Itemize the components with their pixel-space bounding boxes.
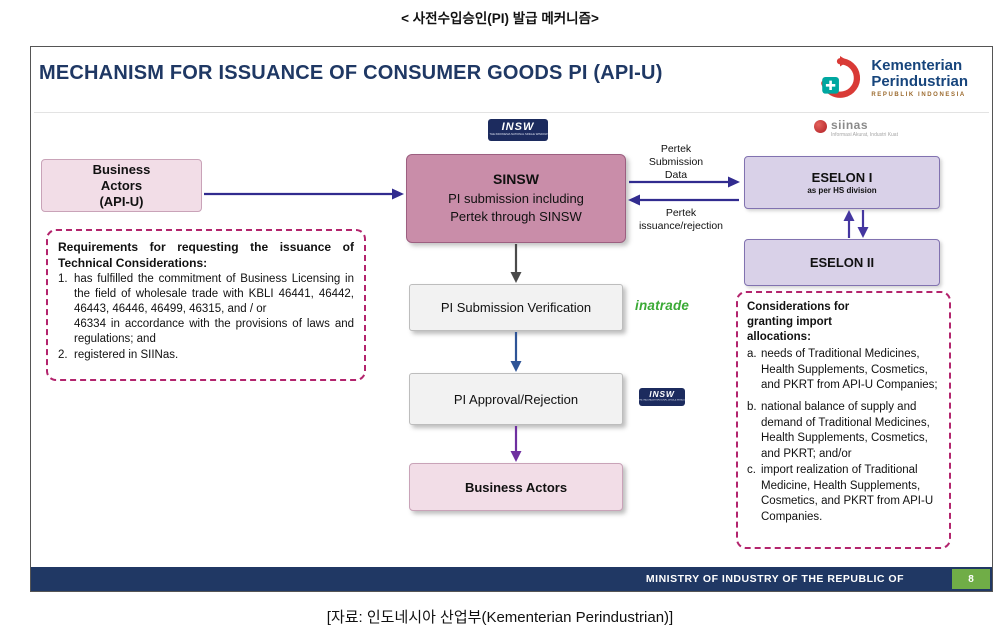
sinsw-box: SINSW PI submission including Pertek thr… bbox=[406, 154, 626, 243]
arrow-eselon2-to-eselon1 bbox=[843, 210, 855, 238]
pi-approval-box: PI Approval/Rejection bbox=[409, 373, 623, 425]
arrow-sinsw-to-verification bbox=[510, 244, 522, 283]
insw-small-logo-text: INSW bbox=[649, 388, 675, 399]
arrow-approval-to-business bbox=[510, 426, 522, 462]
logo-line-3: REPUBLIK INDONESIA bbox=[871, 92, 966, 98]
business-actors-box: Business Actors (API-U) bbox=[41, 159, 202, 212]
slide-footer: MINISTRY OF INDUSTRY OF THE REPUBLIC OF … bbox=[31, 567, 992, 591]
document-title: < 사전수입승인(PI) 발급 메커니즘> bbox=[401, 11, 599, 26]
item-marker: 1. bbox=[58, 273, 68, 285]
logo-line-1: Kementerian bbox=[871, 57, 963, 74]
slide: MECHANISM FOR ISSUANCE OF CONSUMER GOODS… bbox=[30, 46, 993, 592]
header-divider bbox=[34, 112, 989, 113]
considerations-note: Considerations for granting import alloc… bbox=[736, 291, 951, 549]
arrow-eselon1-to-eselon2 bbox=[857, 210, 869, 238]
item-marker: c. bbox=[747, 464, 756, 476]
item-text: national balance of supply and demand of… bbox=[761, 401, 930, 460]
insw-logo-text: INSW bbox=[501, 120, 535, 133]
pertek-submission-label: Pertek Submission Data bbox=[648, 143, 704, 181]
item-text: import realization of Traditional Medici… bbox=[761, 464, 934, 523]
eselon1-box: ESELON I as per HS division bbox=[744, 156, 940, 209]
considerations-item-a: a. needs of Traditional Medicines, Healt… bbox=[747, 347, 940, 399]
considerations-heading: Considerations for granting import alloc… bbox=[747, 301, 850, 343]
requirements-item-1: 1. has fulfilled the commitment of Busin… bbox=[58, 272, 354, 347]
item-text: has fulfilled the commitment of Business… bbox=[74, 273, 354, 345]
insw-logo: INSW THE INDONESIA NATIONAL SINGLE WINDO… bbox=[488, 119, 548, 141]
considerations-item-c: c. import realization of Traditional Med… bbox=[747, 463, 940, 525]
siinas-logo: siinas Informasi Akurat, Industri Kuat bbox=[814, 119, 898, 138]
requirements-heading: Requirements for requesting the issuance… bbox=[58, 240, 354, 270]
pertek-issuance-label: Pertek issuance/rejection bbox=[638, 207, 724, 232]
eselon2-title: ESELON II bbox=[809, 255, 875, 270]
item-text: needs of Traditional Medicines, Health S… bbox=[761, 348, 938, 391]
siinas-logo-icon bbox=[814, 120, 827, 133]
business-actors-bottom-box: Business Actors bbox=[409, 463, 623, 511]
siinas-logo-text-block: siinas Informasi Akurat, Industri Kuat bbox=[831, 119, 898, 138]
arrow-verification-to-approval bbox=[510, 332, 522, 372]
sinsw-box-title: SINSW bbox=[493, 171, 539, 187]
item-marker: 2. bbox=[58, 349, 68, 361]
kemenperin-logo-icon bbox=[821, 56, 861, 98]
considerations-item-b: b. national balance of supply and demand… bbox=[747, 400, 940, 462]
sinsw-box-line3: Pertek through SINSW bbox=[450, 209, 582, 224]
requirements-note: Requirements for requesting the issuance… bbox=[46, 229, 366, 381]
eselon1-subtitle: as per HS division bbox=[807, 186, 877, 195]
siinas-logo-text: siinas bbox=[831, 118, 869, 132]
eselon2-box: ESELON II bbox=[744, 239, 940, 286]
sinsw-box-line2: PI submission including bbox=[448, 191, 584, 206]
item-text: registered in SIINas. bbox=[74, 349, 179, 361]
requirements-item-2: 2. registered in SIINas. bbox=[58, 348, 354, 363]
insw-logo-subtext: THE INDONESIA NATIONAL SINGLE WINDOW bbox=[488, 132, 548, 136]
item-marker: a. bbox=[747, 348, 757, 360]
eselon1-title: ESELON I bbox=[811, 170, 873, 185]
kemenperin-logo-text: Kementerian Perindustrian REPUBLIK INDON… bbox=[871, 57, 968, 99]
arrow-pertek-issuance bbox=[628, 194, 739, 206]
page-number: 8 bbox=[952, 569, 990, 589]
pi-verification-box: PI Submission Verification bbox=[409, 284, 623, 331]
logo-line-2: Perindustrian bbox=[871, 73, 968, 90]
inatrade-logo: inatrade bbox=[635, 298, 690, 313]
arrow-business-to-sinsw bbox=[204, 188, 404, 200]
item-marker: b. bbox=[747, 401, 757, 413]
slide-title: MECHANISM FOR ISSUANCE OF CONSUMER GOODS… bbox=[39, 62, 663, 84]
kemenperin-logo: Kementerian Perindustrian REPUBLIK INDON… bbox=[817, 55, 968, 101]
source-caption: [자료: 인도네시아 산업부(Kementerian Perindustrian… bbox=[326, 609, 674, 626]
footer-ministry-text: MINISTRY OF INDUSTRY OF THE REPUBLIC OF bbox=[645, 573, 904, 585]
siinas-logo-subtext: Informasi Akurat, Industri Kuat bbox=[831, 132, 898, 138]
insw-small-logo: INSW THE INDONESIA NATIONAL SINGLE WINDO… bbox=[639, 388, 685, 406]
insw-small-logo-subtext: THE INDONESIA NATIONAL SINGLE WINDOW bbox=[639, 398, 685, 401]
